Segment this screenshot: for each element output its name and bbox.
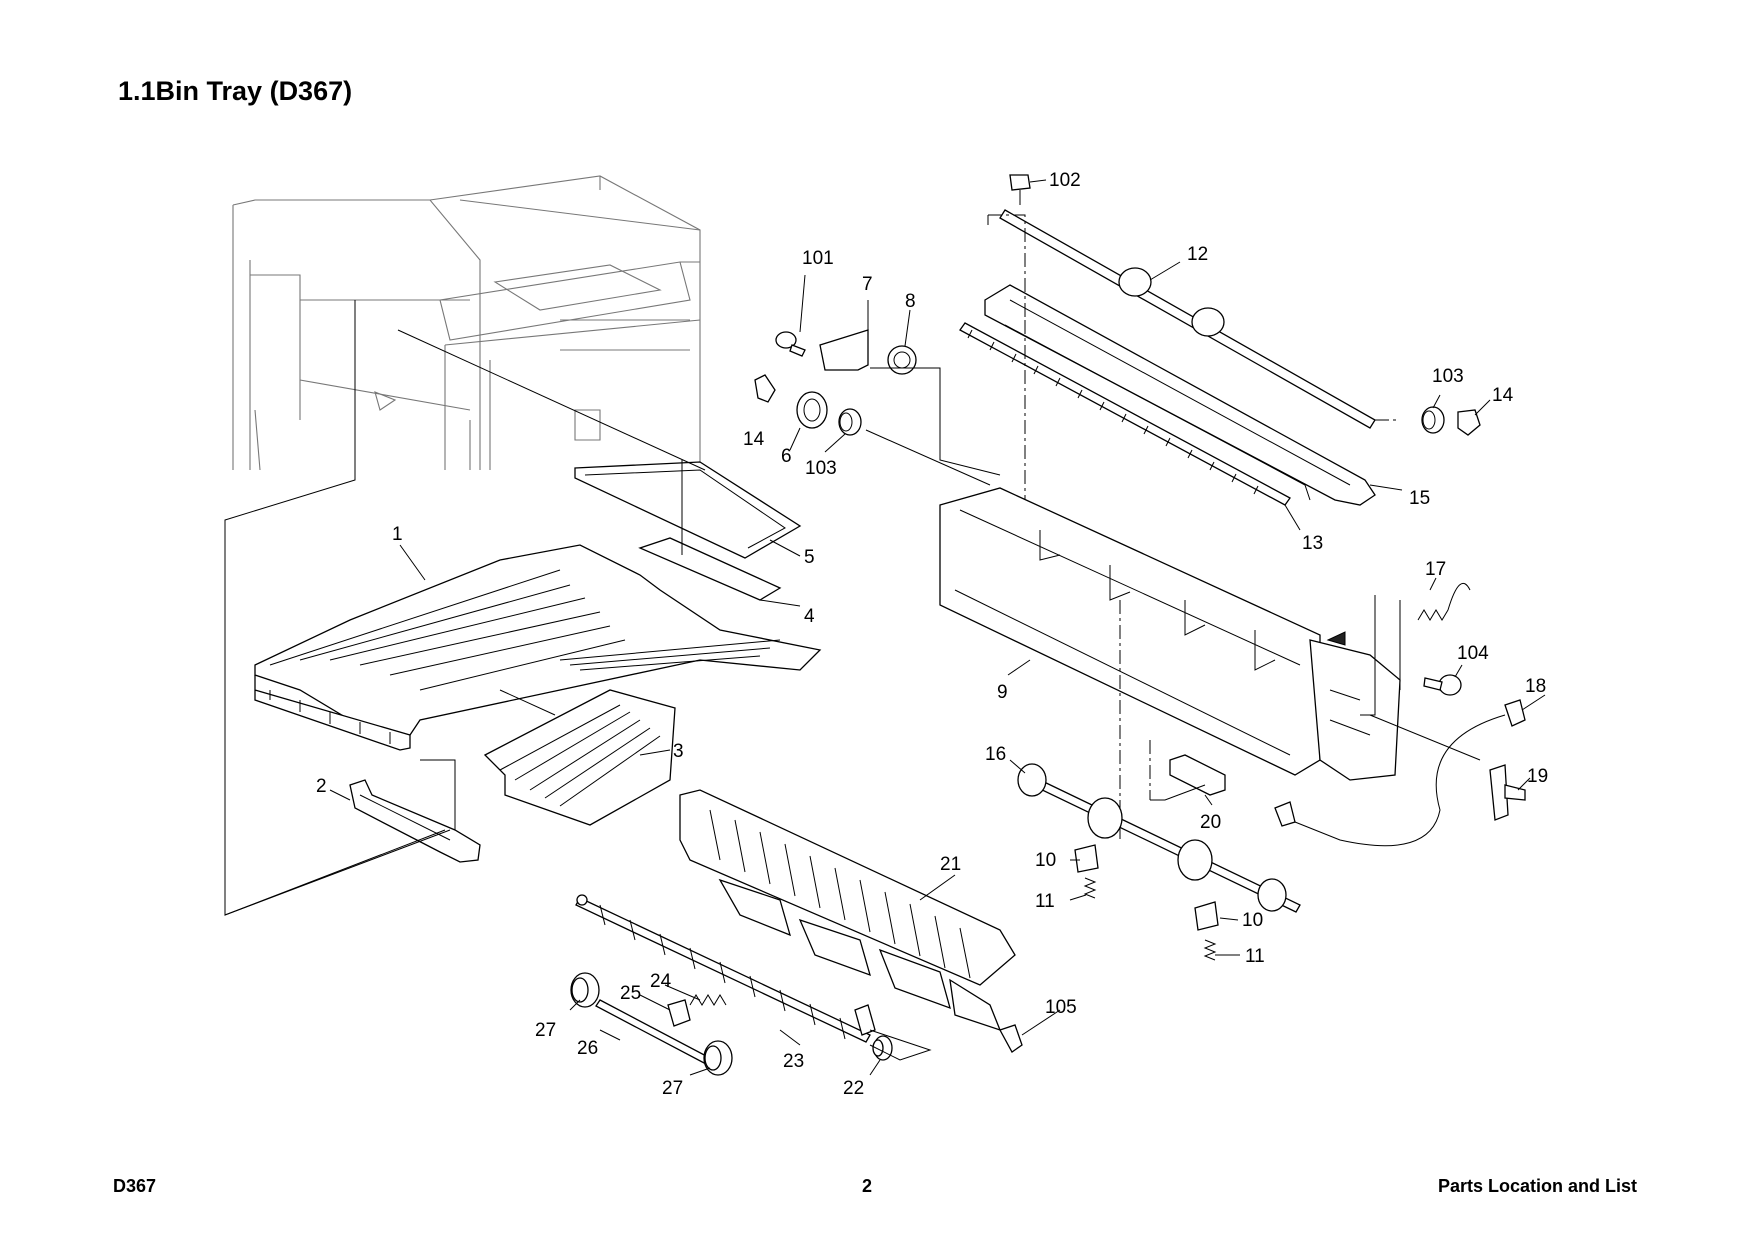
part-15-rail [984,284,1376,506]
callout-11-right: 11 [1245,946,1265,967]
callout-12: 12 [1187,244,1208,265]
callout-102: 102 [1049,170,1081,191]
callout-2: 2 [316,776,327,797]
machine-body-outline [232,175,701,471]
callout-11-left: 11 [1035,891,1055,912]
part-6-gear [796,391,828,429]
part-19-sensor [1489,764,1526,821]
frame-reference [224,520,451,916]
callout-101: 101 [802,248,834,269]
callout-25: 25 [620,983,641,1004]
callout-5: 5 [804,547,815,568]
part-26-shaft [595,999,711,1065]
callout-103-right: 103 [1432,366,1464,387]
footer-page-number: 2 [862,1176,873,1196]
callout-10-left: 10 [1035,850,1056,871]
part-11-spring-left [1083,877,1097,899]
callout-17: 17 [1425,559,1446,580]
part-24-spring [689,994,727,1006]
footer-section-title: Parts Location and List [1437,1176,1637,1196]
callout-3: 3 [673,741,684,762]
callout-16: 16 [985,744,1006,765]
callout-4: 4 [804,606,815,627]
part-1-bin-tray [254,544,822,751]
part-12-roller-shaft [999,209,1376,429]
part-20-actuator [1169,754,1226,796]
part-4-sheet [638,537,782,601]
reference-upper-middle [865,367,1001,486]
reference-9-lines [1360,595,1481,761]
callout-104: 104 [1457,643,1489,664]
part-16-roller-shaft [1017,763,1301,913]
part-18-harness [1274,699,1526,847]
part-104-screw [1423,674,1462,696]
part-2-stopper [349,779,481,863]
part-105-clip [999,1024,1023,1053]
callout-27-left: 27 [535,1020,556,1041]
callout-23: 23 [783,1051,804,1072]
callout-24: 24 [650,971,672,992]
reference-102-to-15 [987,214,1026,320]
part-14-clip-left [754,374,776,403]
callout-1: 1 [392,524,403,545]
reference-20 [1150,784,1206,801]
part-14-clip-right [1457,409,1481,436]
callout-10-right: 10 [1242,910,1263,931]
part-103-bushing-left [838,408,862,436]
reference-9-vertical [1024,320,1151,840]
page-title: 1.1Bin Tray (D367) [118,76,353,106]
callout-26: 26 [577,1038,598,1059]
part-17-spring [1417,582,1471,621]
part-10-bearing-right [1194,901,1219,931]
part-101-screw [775,331,806,357]
callout-7: 7 [862,274,873,295]
callout-9: 9 [997,682,1008,703]
part-25-clip [667,999,691,1027]
part-3-lower-tray [483,689,676,826]
part-13-brush [959,322,1291,506]
callout-103-left: 103 [805,458,837,479]
part-11-spring-right [1203,939,1217,961]
callout-19: 19 [1527,766,1548,787]
position-arrow [1326,631,1346,646]
part-5-guide-plate [574,461,802,559]
callout-15: 15 [1409,488,1430,509]
callout-21: 21 [940,854,961,875]
leader-lines [329,179,1546,1076]
callout-13: 13 [1302,533,1323,554]
callout-18: 18 [1525,676,1546,697]
callout-6: 6 [781,446,792,467]
callout-20: 20 [1200,812,1221,833]
callout-8: 8 [905,291,916,312]
part-10-bearing-left [1074,844,1099,873]
part-22-bushing [872,1035,893,1061]
callout-22: 22 [843,1078,864,1099]
diagonal-reference [397,329,706,471]
part-9-frame [939,487,1401,781]
part-21-guide-plate [679,789,1016,1032]
callout-14-right: 14 [1492,385,1514,406]
part-27-rollers [570,972,733,1076]
footer-model: D367 [113,1176,157,1196]
part-23-paddle-shaft [575,894,876,1043]
callout-27-right: 27 [662,1078,683,1099]
callout-14-left: 14 [743,429,765,450]
part-103-bushing-right [1421,406,1445,434]
reference-22 [869,1029,932,1061]
part-8-gear [887,345,917,375]
part-7-bracket [819,329,869,371]
callout-105: 105 [1045,997,1077,1018]
part-102-screw [1009,174,1031,205]
